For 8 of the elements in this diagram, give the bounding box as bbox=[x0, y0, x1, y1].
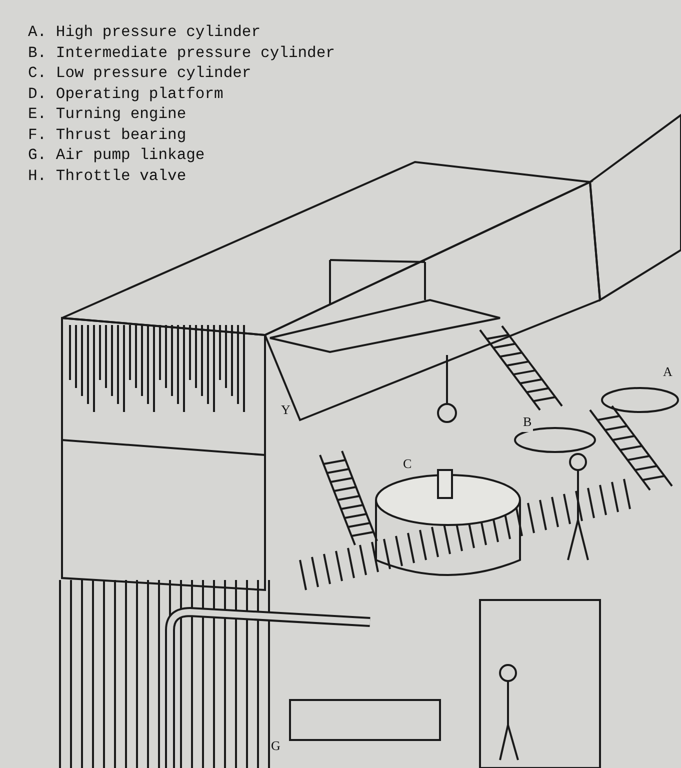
legend-entry: F. Thrust bearing bbox=[28, 124, 188, 145]
legend-entry: G. Air pump linkage bbox=[28, 145, 206, 166]
legend-entry: H. Throttle valve bbox=[28, 166, 188, 186]
legend-entry: C. Low pressure cylinder bbox=[28, 63, 252, 84]
legend-entry: B. Intermediate pressure cylinder bbox=[28, 42, 335, 63]
legend-entry: A. High pressure cylinder bbox=[28, 22, 262, 42]
legend-entry: D. Operating platform bbox=[28, 84, 224, 104]
legend-entry: E. Turning engine bbox=[28, 104, 188, 124]
